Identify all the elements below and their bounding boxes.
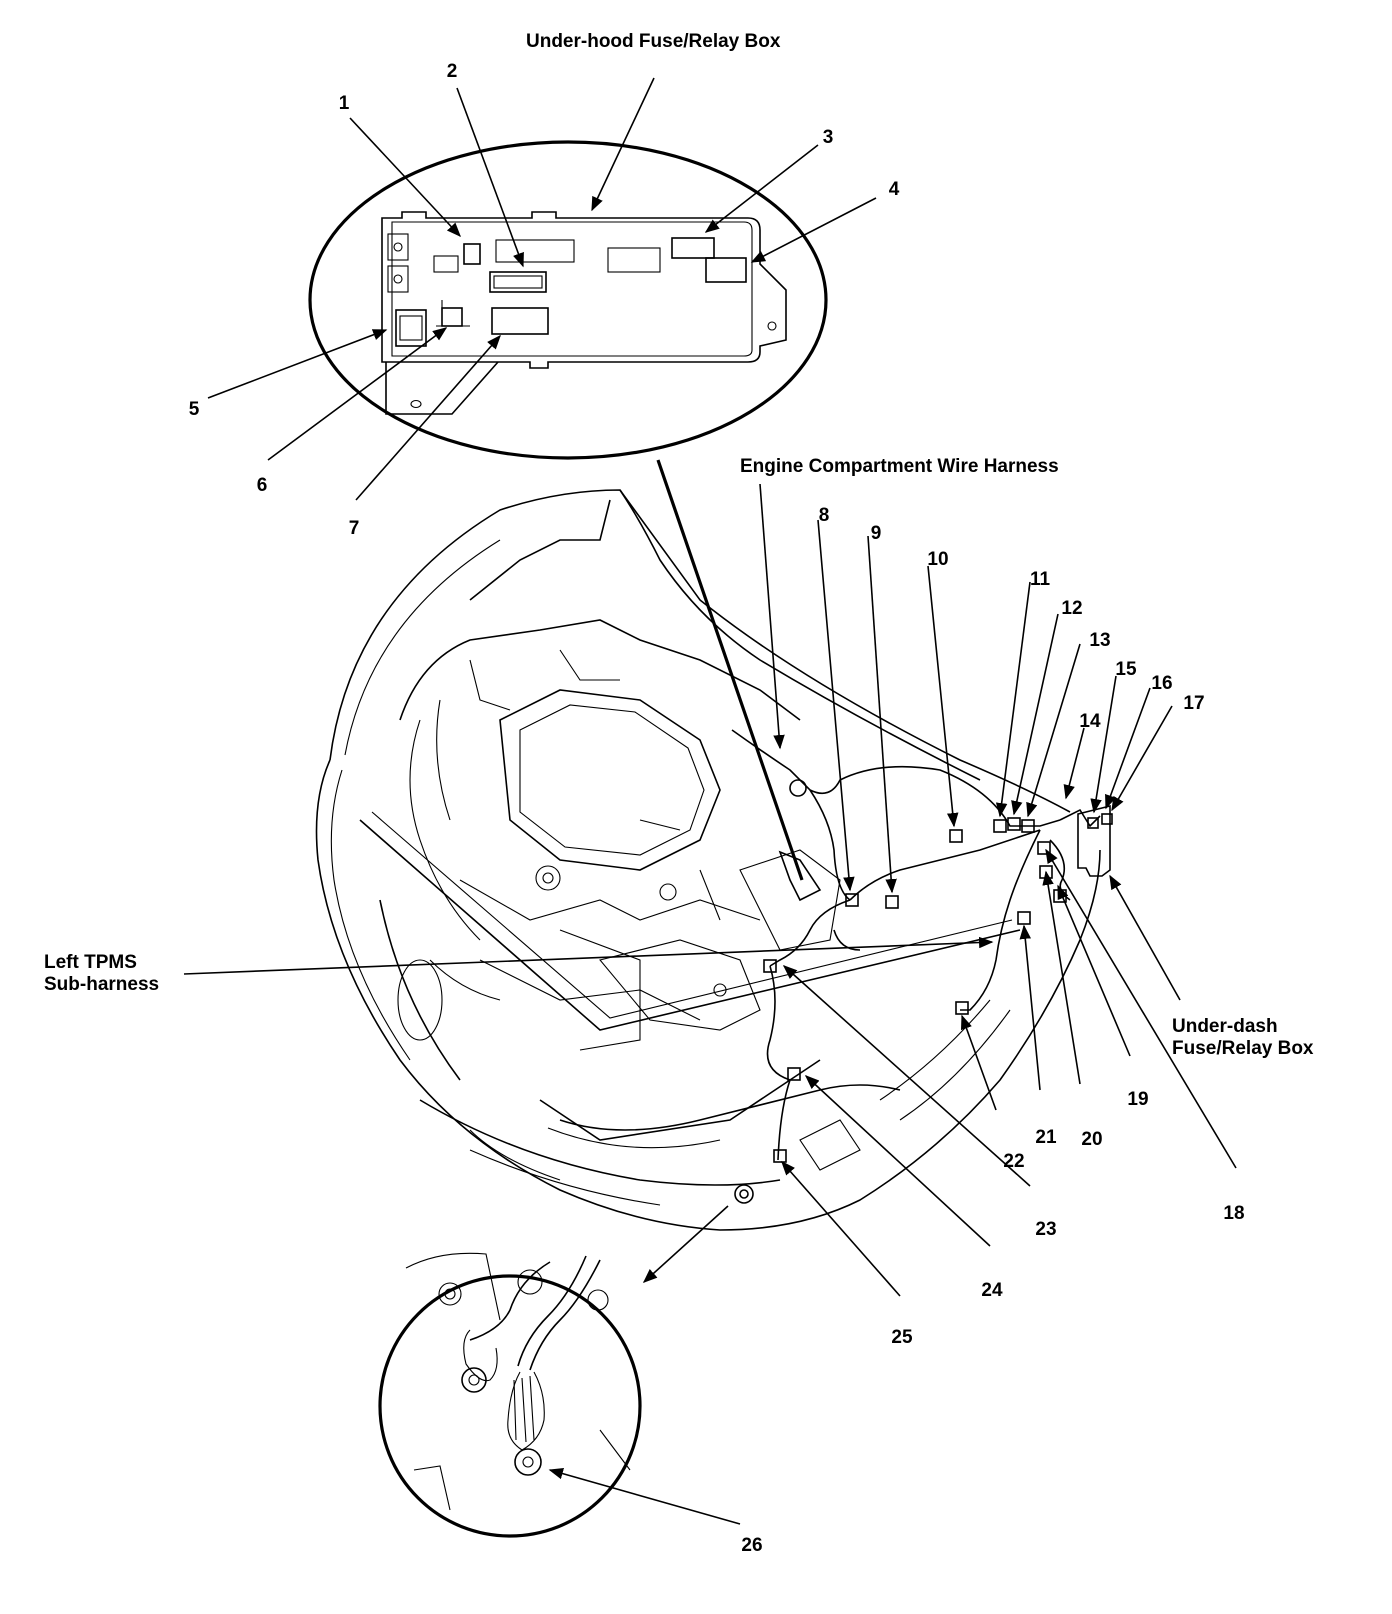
under-hood-box-label: Under-hood Fuse/Relay Box [526,31,781,52]
callout-18: 18 [1223,1203,1245,1224]
callout-20: 20 [1081,1129,1103,1150]
under-dash-box-label: Under-dash Fuse/Relay Box [1172,1016,1314,1059]
callout-22: 22 [1003,1151,1025,1172]
harness-connector-inset [378,1252,642,1538]
callout-23: 23 [1035,1219,1057,1240]
car-leaders [183,483,1237,1525]
callout-14: 14 [1079,711,1101,732]
fuse-box-inset [308,140,828,460]
callout-24: 24 [981,1280,1003,1301]
callout-2: 2 [446,61,458,82]
callout-17: 17 [1183,693,1205,714]
left-tpms-label: Left TPMS Sub-harness [44,952,160,995]
car-body [315,489,1113,1231]
callout-7: 7 [348,518,360,539]
engine-harness-label: Engine Compartment Wire Harness [740,456,1059,477]
callout-9: 9 [870,523,882,544]
callout-12: 12 [1061,598,1083,619]
callout-13: 13 [1089,630,1111,651]
callout-8: 8 [818,505,830,526]
callout-15: 15 [1115,659,1137,680]
callout-25: 25 [891,1327,913,1348]
inset-leaders [207,77,877,881]
callout-10: 10 [927,549,949,570]
callout-16: 16 [1151,673,1173,694]
callout-1: 1 [338,93,350,114]
callout-19: 19 [1127,1089,1149,1110]
callout-6: 6 [256,475,268,496]
callout-21: 21 [1035,1127,1057,1148]
callout-5: 5 [188,399,200,420]
callout-26: 26 [741,1535,763,1556]
callout-11: 11 [1029,569,1051,590]
callout-4: 4 [888,179,900,200]
callout-3: 3 [822,127,834,148]
